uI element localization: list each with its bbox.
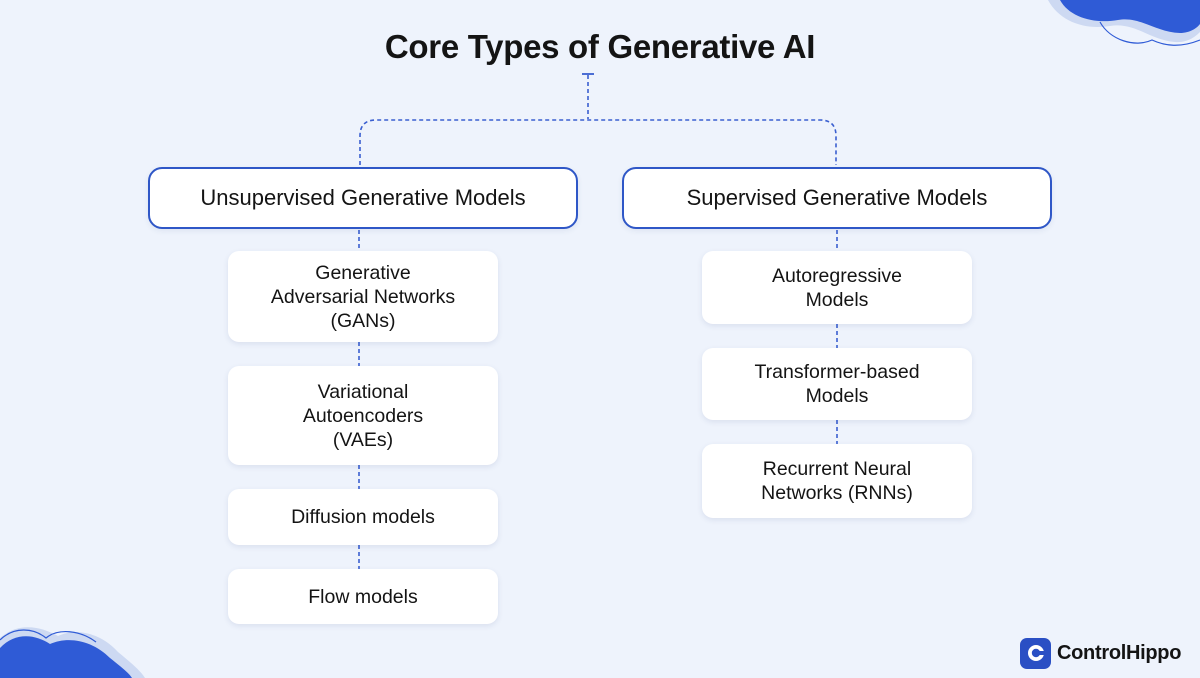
item-label: Generative Adversarial Networks (GANs) — [270, 261, 456, 332]
brand-name: ControlHippo — [1057, 641, 1182, 664]
item-flow-models: Flow models — [228, 569, 498, 624]
category-label: Supervised Generative Models — [686, 185, 988, 210]
item-autoregressive-models: Autoregressive Models — [702, 251, 972, 324]
diagram-title: Core Types of Generative AI — [384, 28, 816, 65]
item-gans: Generative Adversarial Networks (GANs) — [228, 251, 498, 342]
category-unsupervised: Unsupervised Generative Models — [148, 167, 578, 229]
item-label: Variational Autoencoders (VAEs) — [302, 380, 424, 451]
category-supervised: Supervised Generative Models — [622, 167, 1052, 229]
controlhippo-logo: ControlHippo — [1020, 637, 1181, 669]
item-label: Flow models — [308, 585, 418, 608]
corner-wave-decoration-bottom-left — [0, 627, 145, 678]
item-diffusion-models: Diffusion models — [228, 489, 498, 545]
item-label: Autoregressive Models — [771, 264, 903, 311]
branch-connector — [359, 119, 837, 165]
item-transformer-based-models: Transformer-based Models — [702, 348, 972, 420]
item-label: Transformer-based Models — [754, 361, 920, 407]
corner-wave-decoration-top-right — [1048, 0, 1200, 46]
item-rnns: Recurrent Neural Networks (RNNs) — [702, 444, 972, 518]
item-label: Diffusion models — [291, 506, 435, 528]
category-label: Unsupervised Generative Models — [200, 185, 526, 210]
controlhippo-logo-icon — [1020, 637, 1051, 669]
item-vaes: Variational Autoencoders (VAEs) — [228, 366, 498, 465]
item-label: Recurrent Neural Networks (RNNs) — [761, 458, 913, 504]
